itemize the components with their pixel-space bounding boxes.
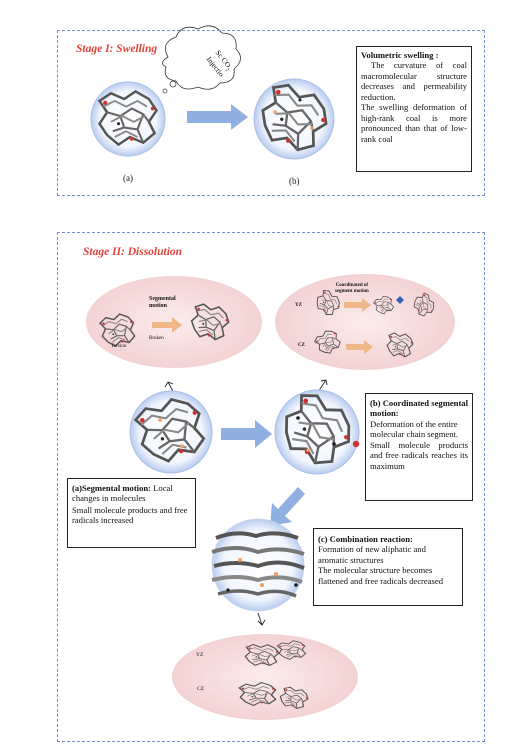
- segmental-motion-ellipse: [86, 276, 262, 368]
- segmental-motion-line2: motion: [149, 302, 167, 309]
- coal-sphere-a: [90, 81, 166, 157]
- combination-cz-label: CZ: [197, 686, 205, 692]
- stage-2-title: Stage II: Dissolution: [83, 246, 183, 258]
- stage-1-title: Stage I: Swelling: [76, 43, 158, 55]
- box-a-heading: (a)Segmental motion:: [72, 483, 152, 493]
- coordinated-motion-line1: Coordinated of: [335, 283, 369, 288]
- segmental-motion-box: (a)Segmental motion: Local changes in mo…: [67, 478, 196, 548]
- swelling-arrow: [187, 104, 248, 130]
- label-b: (b): [289, 176, 300, 186]
- coordinated-yz-label: YZ: [295, 303, 302, 308]
- broken-label: Broken: [149, 336, 164, 341]
- box-b-heading: (b) Coordinated segmental motion:: [370, 398, 468, 419]
- dissolution-arrow-right: [221, 420, 272, 448]
- volumetric-swelling-p1: The curvature of coal macromolecular str…: [361, 60, 467, 102]
- coordinated-motion-line2: segment motion: [335, 288, 369, 294]
- coordinated-motion-heading: Coordinated of segment motion: [335, 283, 369, 294]
- stage-1-frame: [57, 30, 485, 196]
- volumetric-swelling-p2: The swelling deformation of high-rank co…: [361, 102, 467, 144]
- volumetric-swelling-box: Volumetric swelling : The curvature of c…: [356, 46, 472, 172]
- box-c-line1: Formation of new aliphatic and aromatic …: [318, 544, 426, 565]
- label-a: (a): [123, 173, 133, 183]
- coordinated-cz-label: CZ: [298, 343, 305, 348]
- coordinated-motion-box: (b) Coordinated segmental motion: Deform…: [365, 393, 473, 501]
- down-arrow: [257, 612, 266, 626]
- segmental-motion-line1: Segmental: [149, 296, 176, 302]
- flattened-structure: [211, 518, 305, 612]
- box-c-line2: The molecular structure becomes flattene…: [318, 565, 444, 586]
- box-b-line2: Small molecule products and free radical…: [370, 439, 468, 471]
- combination-reaction-box: (c) Combination reaction: Formation of n…: [313, 528, 463, 606]
- torsion-label: Torsion: [111, 344, 127, 349]
- box-b-line1: Deformation of the entire molecular chai…: [370, 418, 459, 440]
- segmental-motion-heading: Segmental motion: [149, 296, 176, 309]
- coal-sphere-b: [251, 76, 337, 160]
- coal-sphere-dissolution-b: [271, 385, 363, 475]
- coordinated-motion-ellipse: [275, 274, 455, 370]
- volumetric-swelling-heading: Volumetric swelling :: [361, 50, 439, 60]
- box-a-line2: Small molecule products and free radical…: [72, 504, 188, 526]
- coal-sphere-dissolution-a: [129, 390, 213, 474]
- box-c-heading: (c) Combination reaction:: [318, 534, 413, 544]
- combination-ellipse: [172, 634, 358, 720]
- combination-yz-label: YZ: [196, 652, 204, 658]
- stage-2-frame: [57, 232, 485, 742]
- box-a-line1: Local changes in molecules: [72, 483, 173, 504]
- injection-bubble: [162, 25, 241, 94]
- dissolution-arrow-down: [270, 487, 305, 526]
